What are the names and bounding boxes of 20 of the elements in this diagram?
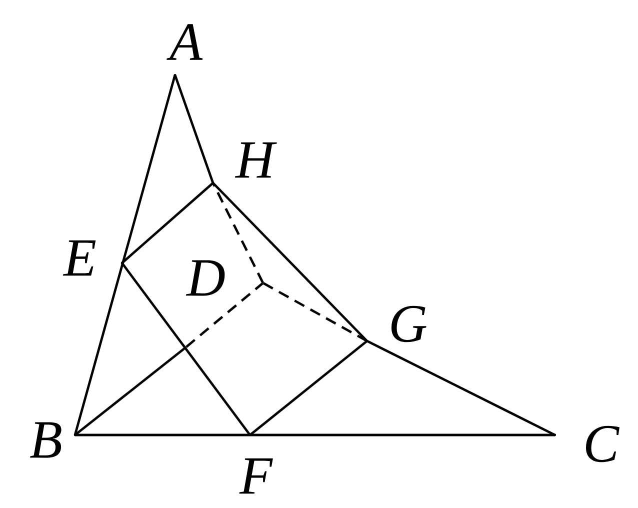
point-label: C [586, 426, 620, 462]
line-segment [74, 434, 556, 436]
point-label: H [234, 142, 277, 178]
point-label: G [391, 306, 426, 342]
point-label: F [239, 458, 273, 494]
line-segment [174, 74, 214, 184]
point-label: A [166, 24, 203, 60]
point-label: E [62, 240, 96, 276]
line-segment [366, 340, 556, 436]
line-segment [121, 182, 214, 264]
line-segment [74, 348, 185, 436]
line-segment [262, 282, 368, 342]
line-segment [212, 182, 264, 284]
line-segment [74, 74, 176, 436]
point-label: D [186, 260, 225, 296]
line-segment [249, 340, 368, 436]
line-segment [212, 182, 368, 342]
line-segment [186, 282, 264, 348]
point-label: B [30, 422, 62, 458]
line-segment [120, 262, 252, 436]
